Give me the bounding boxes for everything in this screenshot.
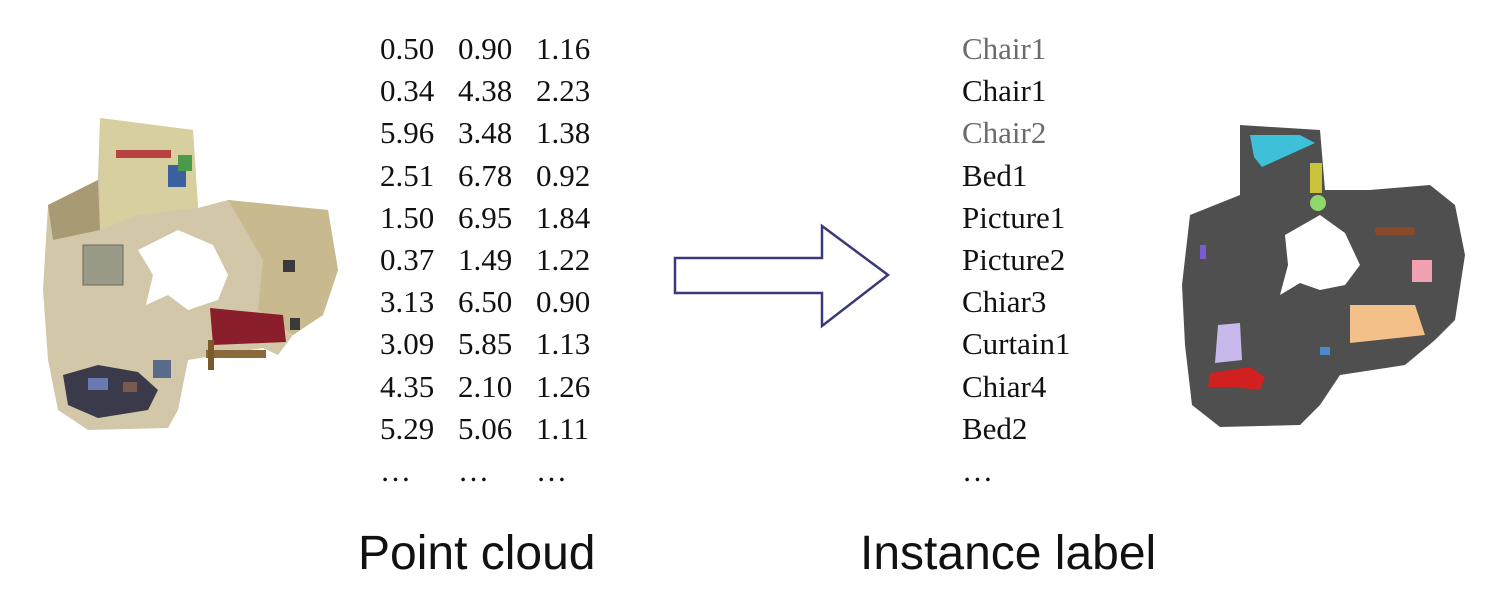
coord-x: 1.50 — [380, 199, 435, 235]
coordinate-ellipsis-row: … … … — [380, 450, 614, 492]
coord-z: 1.22 — [536, 241, 591, 277]
coord-x: 3.13 — [380, 284, 435, 320]
coord-x: 2.51 — [380, 157, 435, 193]
coord-x: 0.50 — [380, 31, 435, 66]
instance-label: Chiar3 — [962, 284, 1047, 320]
point-cloud-coordinates: 0.50 0.90 1.16 0.34 4.38 2.23 5.96 3.48 1.38 2… — [380, 28, 614, 492]
coord-x: 0.34 — [380, 73, 435, 109]
instance-label: Chair1 — [962, 31, 1047, 66]
coord-y: 5.06 — [458, 410, 513, 446]
instance-label: Chiar4 — [962, 368, 1047, 404]
instance-segmentation-image — [1182, 125, 1465, 427]
coord-z: 1.84 — [536, 199, 591, 235]
coord-x: 4.35 — [380, 368, 435, 404]
instance-label: Picture2 — [962, 241, 1066, 277]
coord-z: 1.11 — [536, 410, 590, 446]
coord-z: 0.90 — [536, 284, 591, 320]
coord-x: 3.09 — [380, 326, 435, 362]
instance-label: Curtain1 — [962, 326, 1071, 362]
instance-label: Bed1 — [962, 157, 1028, 193]
coord-y: 5.85 — [458, 326, 513, 362]
coord-z: 2.23 — [536, 73, 591, 109]
coordinate-row: 5.96 3.48 1.38 — [380, 112, 614, 154]
coord-y: 6.95 — [458, 199, 513, 235]
coord-z: 1.26 — [536, 368, 591, 404]
instance-label-caption: Instance label — [860, 527, 1157, 580]
instance-label: Bed2 — [962, 410, 1028, 446]
instance-label: Chair1 — [962, 73, 1047, 109]
coord-z: 1.16 — [536, 31, 591, 66]
coord-y: 6.50 — [458, 284, 513, 320]
coord-x: 5.29 — [380, 410, 435, 446]
coordinate-row: 3.09 5.85 1.13 — [380, 323, 614, 365]
instance-label-ellipsis: … — [962, 452, 993, 488]
instance-label: Picture1 — [962, 199, 1066, 235]
instance-label: Chair2 — [962, 115, 1047, 151]
coord-z: 0.92 — [536, 157, 591, 193]
coord-z: 1.13 — [536, 326, 591, 362]
coord-y: 4.38 — [458, 73, 513, 109]
ellipsis: … — [380, 452, 411, 488]
right-arrow-icon — [673, 223, 891, 329]
coord-x: 5.96 — [380, 115, 435, 151]
coordinate-row: 0.50 0.90 1.16 — [380, 28, 614, 70]
coord-x: 0.37 — [380, 241, 435, 277]
ellipsis: … — [458, 452, 489, 488]
coord-y: 3.48 — [458, 115, 513, 151]
coordinate-row: 3.13 6.50 0.90 — [380, 281, 614, 323]
coordinate-row: 0.37 1.49 1.22 — [380, 239, 614, 281]
coordinate-row: 2.51 6.78 0.92 — [380, 155, 614, 197]
coord-y: 2.10 — [458, 368, 513, 404]
point-cloud-scene-image — [43, 118, 338, 430]
coordinate-row: 4.35 2.10 1.26 — [380, 366, 614, 408]
coord-y: 1.49 — [458, 241, 513, 277]
coordinate-row: 5.29 5.06 1.11 — [380, 408, 614, 450]
ellipsis: … — [536, 452, 567, 488]
coord-z: 1.38 — [536, 115, 591, 151]
coord-y: 6.78 — [458, 157, 513, 193]
point-cloud-caption: Point cloud — [358, 527, 596, 580]
coord-y: 0.90 — [458, 31, 513, 66]
coordinate-row: 1.50 6.95 1.84 — [380, 197, 614, 239]
coordinate-row: 0.34 4.38 2.23 — [380, 70, 614, 112]
instance-label-list: Chair1 Chair1 Chair2 Bed1 Picture1 Pictu… — [962, 28, 1071, 492]
